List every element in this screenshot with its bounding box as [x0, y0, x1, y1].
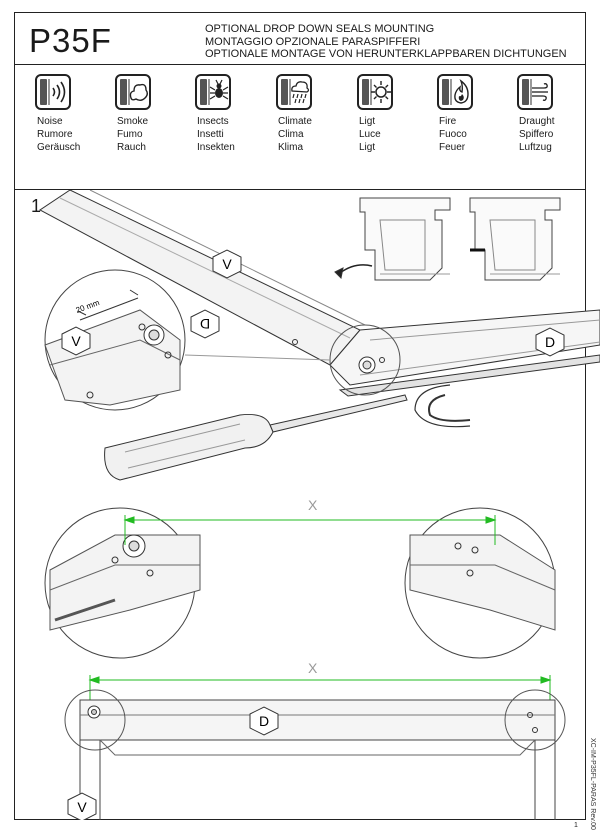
document-code: XC-IM-P35FL-PARAS Rev.00	[589, 738, 596, 830]
step-number: 1	[31, 196, 42, 216]
label-d-zoom: D	[190, 309, 220, 339]
label-v-top: V	[212, 249, 242, 279]
label-v-zoom: V	[61, 326, 91, 356]
title-it: MONTAGGIO OPZIONALE PARASPIFFERI	[205, 35, 421, 48]
icon-cell-insects: Insects Insetti Insekten	[191, 74, 261, 154]
dimension-x-upper: X	[308, 497, 318, 513]
icon-label-de: Rauch	[117, 142, 146, 153]
light-icon	[357, 74, 393, 110]
document-sheet: P35F OPTIONAL DROP DOWN SEALS MOUNTING M…	[14, 12, 600, 820]
icon-label-de: Insekten	[197, 142, 235, 153]
icon-label-de: Geräusch	[37, 142, 81, 153]
label-v-bottom: V	[67, 792, 97, 820]
icon-label-it: Insetti	[197, 129, 224, 140]
icon-label-en: Insects	[197, 116, 229, 127]
title-de: OPTIONALE MONTAGE VON HERUNTERKLAPPBAREN…	[205, 48, 567, 60]
icon-label-en: Draught	[519, 116, 555, 127]
icon-label-de: Ligt	[359, 142, 376, 153]
icon-label-it: Spiffero	[519, 129, 554, 140]
noise-icon	[35, 74, 71, 110]
label-d-right: D	[535, 327, 565, 357]
draught-icon	[517, 74, 553, 110]
profile-section-left	[359, 197, 451, 281]
icon-row: Noise Rumore Geräusch Smoke Fumo Rauch	[15, 65, 585, 190]
icon-label-en: Climate	[278, 116, 312, 127]
assembly-drawing: V D V D D V 20 mm X X	[39, 190, 600, 820]
icon-label-en: Smoke	[117, 116, 149, 127]
smoke-icon	[115, 74, 151, 110]
screwdriver	[104, 394, 408, 481]
icon-label-de: Feuer	[439, 142, 466, 153]
icon-label-en: Ligt	[359, 116, 376, 127]
icon-label-en: Fire	[439, 116, 457, 127]
label-v-text: V	[77, 799, 87, 815]
model-name: P35F	[29, 22, 112, 59]
icon-label-de: Luftzug	[519, 142, 552, 153]
label-v-text: V	[71, 333, 81, 349]
icon-cell-light: Ligt Luce Ligt	[353, 74, 423, 154]
insects-icon	[195, 74, 231, 110]
label-d-text: D	[545, 334, 555, 350]
icon-label-it: Rumore	[37, 129, 73, 140]
icon-label-it: Fuoco	[439, 129, 467, 140]
icon-cell-fire: Fire Fuoco Feuer	[433, 74, 503, 154]
label-d-text: D	[259, 713, 269, 729]
icon-cell-smoke: Smoke Fumo Rauch	[111, 74, 181, 154]
header: P35F OPTIONAL DROP DOWN SEALS MOUNTING M…	[15, 13, 585, 65]
label-d-bottom: D	[249, 706, 279, 736]
fire-icon	[437, 74, 473, 110]
icon-cell-climate: Climate Clima Klima	[272, 74, 342, 154]
label-d-mirrored-text: D	[200, 316, 210, 332]
profile-section-right	[469, 197, 561, 281]
page-number: 1	[574, 822, 578, 829]
climate-icon	[276, 74, 312, 110]
dimension-x-lower: X	[308, 660, 318, 676]
icon-label-de: Klima	[278, 142, 304, 153]
icon-label-it: Fumo	[117, 129, 143, 140]
icon-label-en: Noise	[37, 116, 63, 127]
icon-cell-noise: Noise Rumore Geräusch	[31, 74, 101, 154]
title-block: OPTIONAL DROP DOWN SEALS MOUNTING MONTAG…	[205, 23, 567, 61]
icon-label-it: Luce	[359, 129, 381, 140]
icon-label-it: Clima	[278, 129, 304, 140]
icon-cell-draught: Draught Spiffero Luftzug	[513, 74, 583, 154]
title-en: OPTIONAL DROP DOWN SEALS MOUNTING	[205, 23, 435, 35]
label-v-text: V	[222, 256, 232, 272]
